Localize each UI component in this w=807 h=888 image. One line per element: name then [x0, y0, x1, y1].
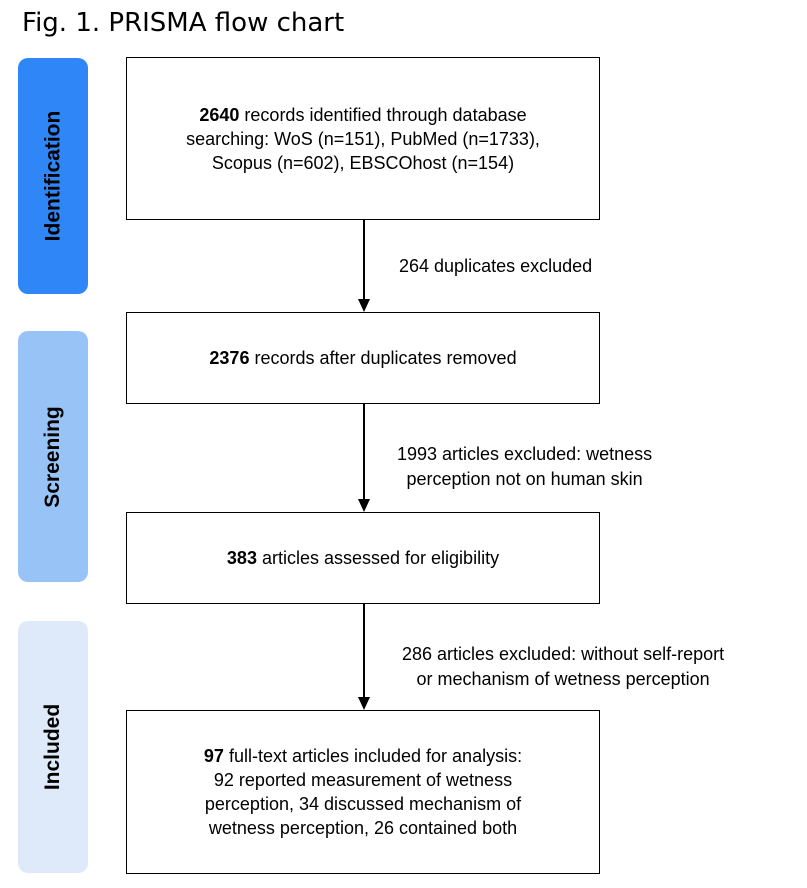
- records-identified-line-2: searching: WoS (n=151), PubMed (n=1733),: [186, 128, 540, 149]
- articles-included-line-3: perception, 34 discussed mechanism of: [204, 794, 522, 814]
- records-screened-count: 2376: [209, 348, 250, 368]
- connector-line-1: [363, 220, 365, 300]
- eligibility-excluded-note: 286 articles excluded: without self-repo…: [402, 642, 724, 692]
- articles-included-count: 97: [203, 746, 224, 766]
- connector-line-3: [363, 604, 365, 698]
- articles-included-line-4: wetness perception, 26 contained both: [208, 818, 518, 838]
- duplicates-excluded-note: 264 duplicates excluded: [399, 254, 592, 279]
- articles-included-line-2: 92 reported measurement of wetness: [213, 770, 513, 790]
- records-identified-text: records identified through database: [239, 104, 527, 125]
- screening-excluded-line-2: perception not on human skin: [406, 469, 643, 489]
- figure-title: Fig. 1. PRISMA flow chart: [22, 8, 345, 38]
- records-screened-line-1: 2376 records after duplicates removed: [209, 346, 516, 370]
- stage-included-label: Included: [18, 621, 88, 873]
- records-screened-box: 2376 records after duplicates removed: [126, 312, 600, 404]
- articles-included-box: 97 full-text articles included for analy…: [126, 710, 600, 874]
- articles-assessed-text: articles assessed for eligibility: [256, 548, 500, 568]
- records-screened-text: records after duplicates removed: [249, 348, 517, 368]
- articles-assessed-count: 383: [226, 548, 257, 568]
- arrow-down-icon: [358, 499, 370, 512]
- eligibility-excluded-line-2: or mechanism of wetness perception: [416, 669, 710, 689]
- stage-identification-label: Identification: [18, 58, 88, 294]
- records-identified-line-3: Scopus (n=602), EBSCOhost (n=154): [211, 152, 515, 173]
- stage-screening-text: Screening: [41, 405, 65, 508]
- arrow-down-icon: [358, 697, 370, 710]
- stage-screening-label: Screening: [18, 331, 88, 582]
- records-identified-box: 2640 records identified through database…: [126, 57, 600, 220]
- connector-line-2: [363, 404, 365, 500]
- screening-excluded-line-1: 1993 articles excluded: wetness: [397, 444, 653, 464]
- articles-included-text: full-text articles included for analysis…: [223, 746, 523, 766]
- articles-included-line-1: 97 full-text articles included for analy…: [204, 744, 522, 768]
- eligibility-excluded-line-1: 286 articles excluded: without self-repo…: [402, 644, 725, 664]
- stage-identification-text: Identification: [41, 110, 65, 242]
- records-identified-count: 2640: [199, 104, 240, 125]
- articles-assessed-line-1: 383 articles assessed for eligibility: [227, 546, 499, 570]
- duplicates-excluded-line-1: 264 duplicates excluded: [399, 256, 593, 276]
- arrow-down-icon: [358, 299, 370, 312]
- articles-assessed-box: 383 articles assessed for eligibility: [126, 512, 600, 604]
- stage-included-text: Included: [41, 703, 64, 791]
- screening-excluded-note: 1993 articles excluded: wetness percepti…: [397, 442, 652, 492]
- records-identified-line-1: 2640 records identified through database: [199, 103, 526, 127]
